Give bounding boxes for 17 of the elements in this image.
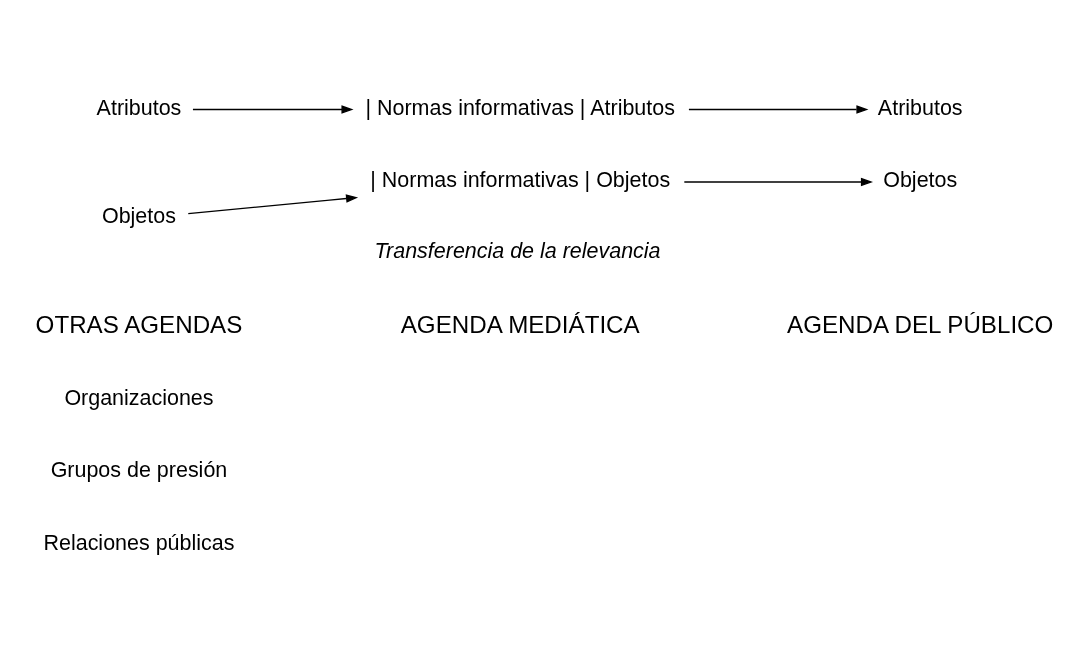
label: AGENDA DEL PÚBLICO [787, 310, 1054, 338]
label: Grupos de presión [50, 457, 228, 482]
label: Relaciones públicas [43, 530, 235, 555]
node-text: Objetos [101, 203, 176, 228]
label: Transferencia de la relevancia [374, 238, 661, 263]
node-text: Atributos [877, 95, 963, 120]
label: AGENDA MEDIÁTICA [400, 310, 640, 338]
node-text: | Normas informativas | Atributos [365, 95, 675, 120]
node-text: | Normas informativas | Objetos [370, 167, 671, 192]
arrow [688, 104, 869, 114]
arrow [192, 104, 354, 114]
label: Organizaciones [64, 385, 214, 410]
label: OTRAS AGENDAS [35, 310, 243, 338]
node-text: Objetos [883, 167, 958, 192]
arrow [187, 193, 359, 214]
arrow [683, 177, 873, 186]
node-text: Atributos [96, 95, 182, 120]
